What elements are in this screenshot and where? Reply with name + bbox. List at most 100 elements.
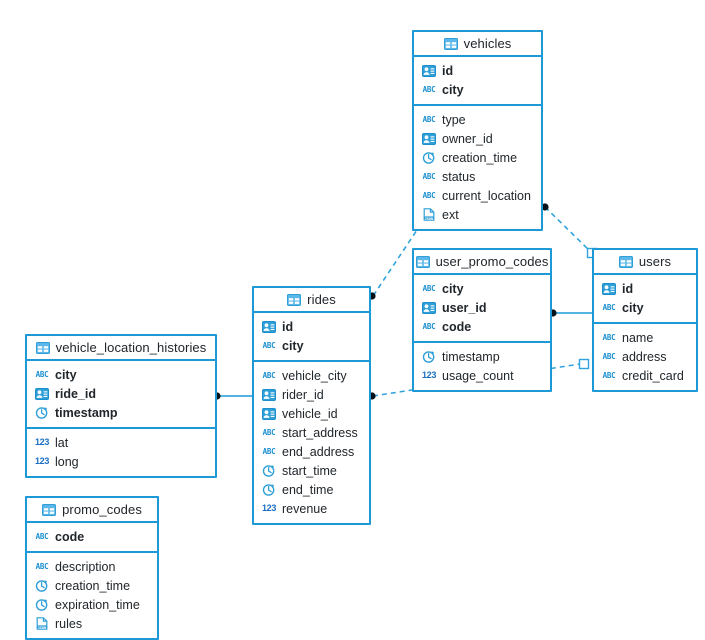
field-label: end_address <box>282 444 355 459</box>
abc-icon: ABC <box>422 171 436 181</box>
abc-icon: ABC <box>422 283 436 293</box>
field-label: ext <box>442 207 459 222</box>
clock-icon <box>35 598 49 612</box>
key-id-icon <box>422 301 436 315</box>
field-label: id <box>442 63 454 78</box>
field-label: owner_id <box>442 131 493 146</box>
key-id-icon <box>262 388 276 402</box>
entity-title: user_promo_codes <box>435 254 549 269</box>
field-row[interactable]: ABC code <box>27 527 157 546</box>
field-label: type <box>442 112 466 127</box>
abc-icon: ABC <box>602 370 616 380</box>
field-row[interactable]: start_time <box>254 461 369 480</box>
entity-header[interactable]: rides <box>254 288 369 313</box>
field-row[interactable]: id <box>414 61 541 80</box>
field-row[interactable]: user_id <box>414 298 550 317</box>
key-id-icon <box>602 282 616 296</box>
abc-icon: ABC <box>35 531 49 541</box>
field-row[interactable]: owner_id <box>414 129 541 148</box>
field-row[interactable]: timestamp <box>414 347 550 366</box>
entity-header[interactable]: vehicles <box>414 32 541 57</box>
field-row[interactable]: id <box>254 317 369 336</box>
field-label: end_time <box>282 482 334 497</box>
field-row[interactable]: ABC type <box>414 110 541 129</box>
edge-open-square-marker <box>578 358 590 370</box>
abc-icon: ABC <box>422 84 436 94</box>
entity-title: users <box>638 254 672 269</box>
field-row[interactable]: ABC city <box>414 279 550 298</box>
field-label: code <box>442 319 472 334</box>
entity-header[interactable]: promo_codes <box>27 498 157 523</box>
relationship-user-promo-codes-to-users[interactable] <box>549 309 592 317</box>
entity-header[interactable]: user_promo_codes <box>414 250 550 275</box>
field-label: code <box>55 529 85 544</box>
entity-header[interactable]: users <box>594 250 696 275</box>
abc-icon: ABC <box>422 190 436 200</box>
table-icon <box>42 503 57 517</box>
abc-icon: ABC <box>422 114 436 124</box>
field-row[interactable]: end_time <box>254 480 369 499</box>
number-icon: 123 <box>34 437 50 447</box>
field-row[interactable]: expiration_time <box>27 595 157 614</box>
field-row[interactable]: ride_id <box>27 384 215 403</box>
entity-title: promo_codes <box>62 502 142 517</box>
field-row[interactable]: ABC city <box>414 80 541 99</box>
relationship-vehicle-location-histories-to-rides[interactable] <box>213 392 253 400</box>
entity-title: vehicles <box>463 36 512 51</box>
field-row[interactable]: timestamp <box>27 403 215 422</box>
json-icon: JSON <box>35 617 49 631</box>
field-label: vehicle_id <box>282 406 338 421</box>
field-row[interactable]: creation_time <box>27 576 157 595</box>
field-label: city <box>442 281 464 296</box>
field-row[interactable]: JSON ext <box>414 205 541 224</box>
field-label: revenue <box>282 501 328 516</box>
svg-text:JSON: JSON <box>425 217 434 221</box>
field-label: timestamp <box>55 405 118 420</box>
json-icon: JSON <box>422 208 436 222</box>
field-label: expiration_time <box>55 597 140 612</box>
table-icon <box>618 255 633 269</box>
field-label: start_time <box>282 463 337 478</box>
number-icon: 123 <box>421 370 437 380</box>
table-icon <box>35 341 50 355</box>
field-row[interactable]: id <box>594 279 696 298</box>
clock-icon <box>35 579 49 593</box>
field-row[interactable]: creation_time <box>414 148 541 167</box>
field-row[interactable]: rider_id <box>254 385 369 404</box>
entity-header[interactable]: vehicle_location_histories <box>27 336 215 361</box>
field-label: city <box>442 82 464 97</box>
field-label: city <box>282 338 304 353</box>
edge-line <box>544 206 593 254</box>
field-row[interactable]: vehicle_id <box>254 404 369 423</box>
key-id-icon <box>35 387 49 401</box>
